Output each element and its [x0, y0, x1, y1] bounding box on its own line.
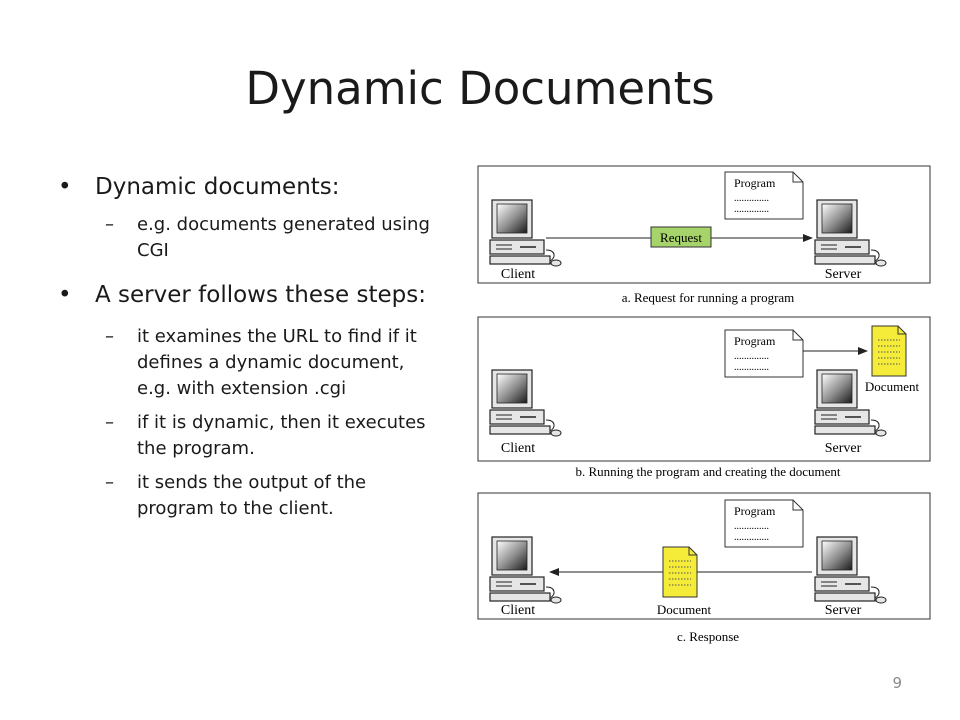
svg-text:..............: ..............	[734, 351, 769, 362]
caption-a: a. Request for running a program	[622, 290, 795, 305]
request-label: Request	[660, 230, 702, 245]
panel-a-request: Program .............. .............. Re…	[477, 165, 931, 305]
caption-b: b. Running the program and creating the …	[576, 464, 841, 479]
sub-bullet-execute-program: – if it is dynamic, then it executes the…	[105, 412, 426, 459]
client-label: Client	[501, 603, 535, 618]
svg-text:Program: Program	[734, 504, 776, 518]
slide-title: Dynamic Documents	[245, 62, 715, 115]
document-page-icon	[662, 546, 698, 598]
svg-text:..............: ..............	[734, 193, 769, 204]
document-label: Document	[657, 602, 712, 617]
server-label: Server	[825, 267, 862, 282]
document-label: Document	[865, 379, 920, 394]
request-box	[650, 226, 712, 248]
document-page-icon	[871, 325, 907, 377]
sub-bullet-send-output: – it sends the output of the program to …	[105, 472, 367, 519]
svg-text:Program: Program	[734, 176, 776, 190]
sub-bullet-examine-url: – it examines the URL to find if it defi…	[105, 326, 417, 399]
bullet-server-steps: • A server follows these steps:	[58, 282, 426, 308]
sub-bullet-cgi: – e.g. documents generated using CGI	[105, 214, 430, 261]
dash-icon: –	[105, 472, 114, 493]
bullet-list: • Dynamic documents: – e.g. documents ge…	[58, 172, 438, 522]
bullet-dot-icon: •	[58, 282, 72, 308]
slide-number: 9	[892, 674, 902, 692]
dash-icon: –	[105, 214, 114, 235]
svg-text:Program: Program	[734, 334, 776, 348]
server-label: Server	[825, 441, 862, 456]
panel-b-running: Program .............. .............. Do…	[477, 316, 931, 479]
bullet-dot-icon: •	[58, 174, 72, 200]
svg-text:..............: ..............	[734, 532, 769, 543]
program-box: Program .............. ..............	[724, 329, 804, 378]
dash-icon: –	[105, 412, 114, 433]
bullet-dynamic-documents: • Dynamic documents:	[58, 174, 340, 200]
dash-icon: –	[105, 326, 114, 347]
server-label: Server	[825, 603, 862, 618]
client-label: Client	[501, 267, 535, 282]
svg-text:..............: ..............	[734, 204, 769, 215]
caption-c: c. Response	[677, 629, 739, 644]
client-label: Client	[501, 441, 535, 456]
svg-text:..............: ..............	[734, 521, 769, 532]
program-box: Program .............. ..............	[724, 171, 804, 220]
panel-c-response: Program .............. .............. Cl…	[477, 492, 931, 644]
svg-text:..............: ..............	[734, 362, 769, 373]
program-box: Program .............. ..............	[724, 499, 804, 548]
